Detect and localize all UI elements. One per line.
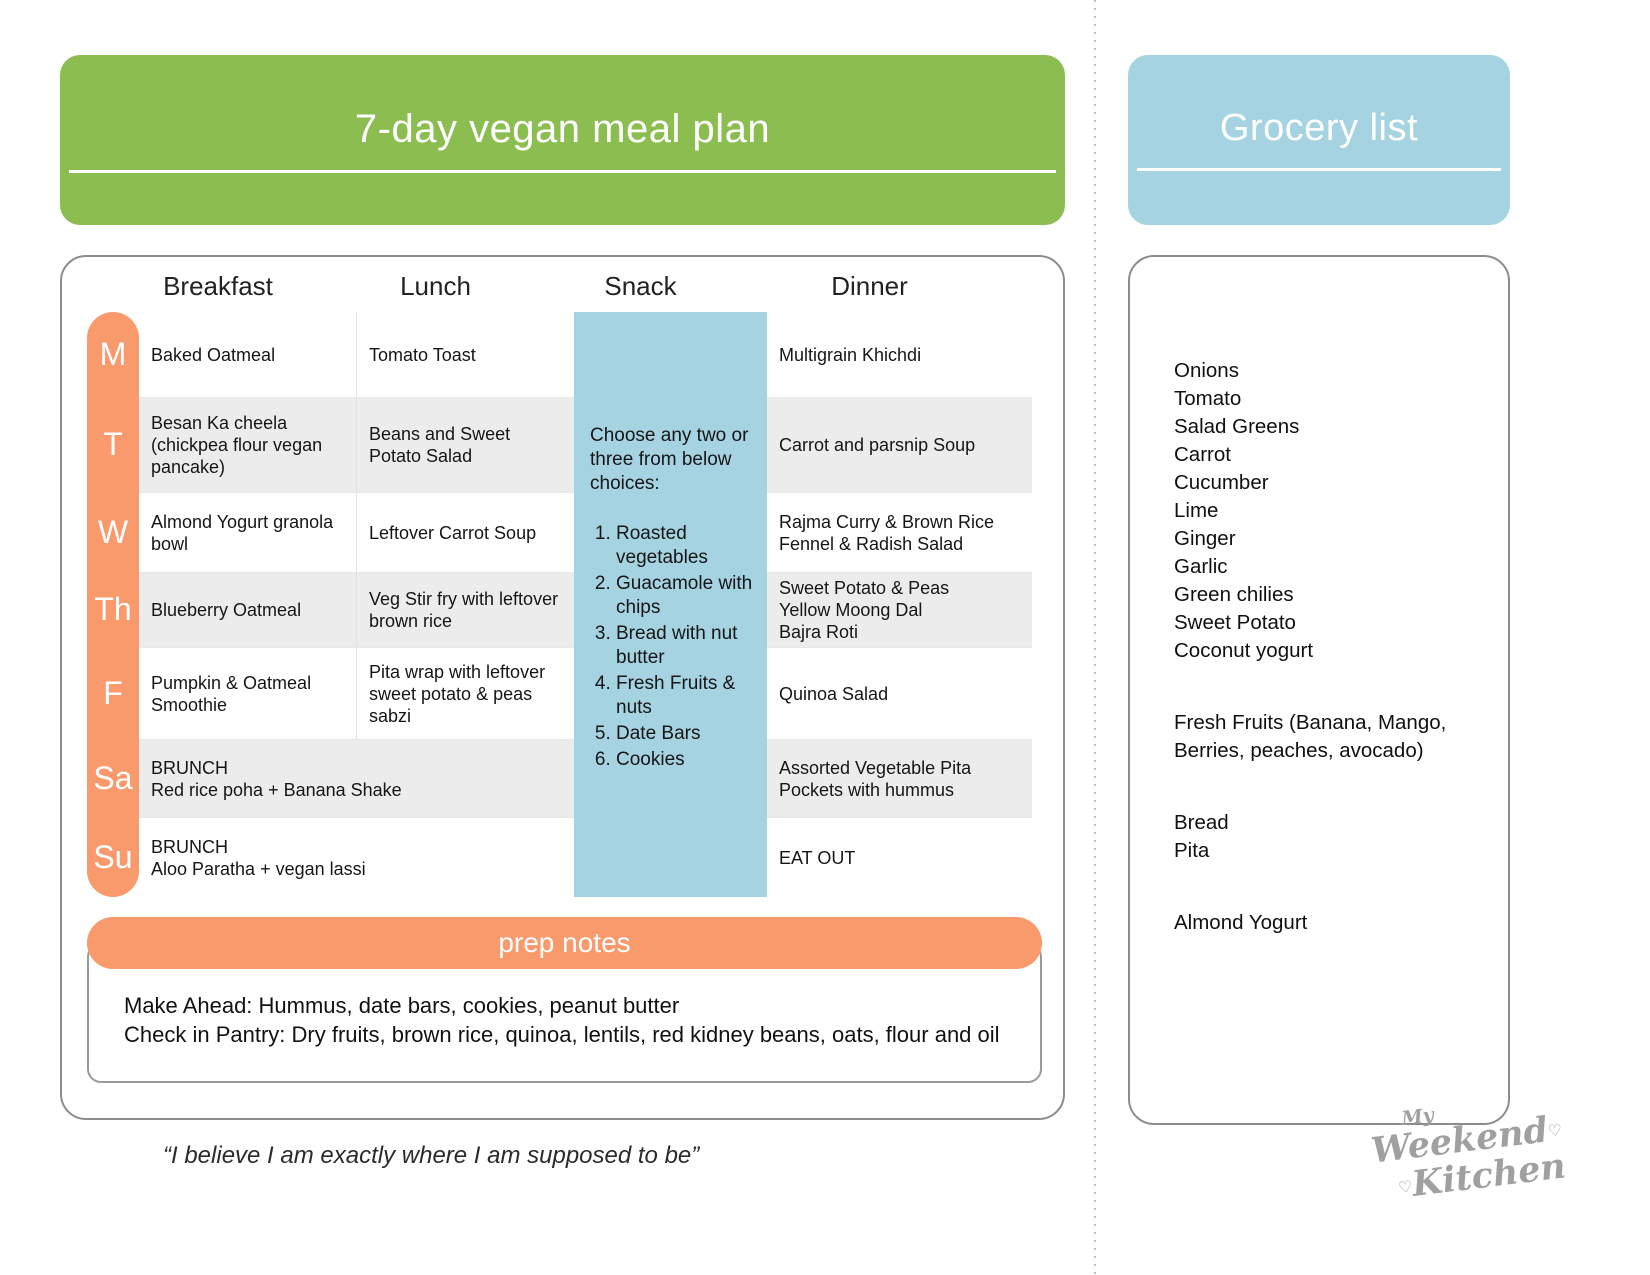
cell-friday-breakfast: Pumpkin & Oatmeal Smoothie bbox=[139, 647, 357, 739]
column-header-snack: Snack bbox=[604, 271, 677, 301]
grocery-item: Fresh Fruits (Banana, Mango, Berries, pe… bbox=[1174, 711, 1447, 762]
meal-plan-banner: 7-day vegan meal plan bbox=[60, 55, 1065, 225]
grocery-group-vegetables: Onions Tomato Salad Greens Carrot Cucumb… bbox=[1174, 357, 1480, 665]
cell-monday-dinner: Multigrain Khichdi bbox=[779, 344, 922, 365]
cell-tuesday-lunch: Beans and Sweet Potato Salad bbox=[357, 397, 574, 492]
snack-option-4: Fresh Fruits & nuts bbox=[616, 672, 753, 720]
cell-monday-lunch: Tomato Toast bbox=[369, 344, 476, 365]
day-label-saturday: Sa bbox=[87, 739, 139, 817]
cell-tuesday-dinner: Carrot and parsnip Soup bbox=[767, 397, 1032, 492]
grocery-item: Sweet Potato bbox=[1174, 611, 1296, 634]
heart-icon: ♡ bbox=[1546, 1120, 1564, 1141]
grocery-item: Carrot bbox=[1174, 443, 1231, 466]
grocery-group-bakery: Bread Pita bbox=[1174, 809, 1480, 865]
meal-plan-title: 7-day vegan meal plan bbox=[354, 107, 771, 151]
grocery-panel: Onions Tomato Salad Greens Carrot Cucumb… bbox=[1128, 255, 1510, 1125]
snack-option-5: Date Bars bbox=[616, 722, 753, 746]
cell-thursday-breakfast: Blueberry Oatmeal bbox=[139, 572, 357, 647]
quote: “I believe I am exactly where I am suppo… bbox=[163, 1142, 700, 1169]
column-header-lunch: Lunch bbox=[400, 271, 471, 301]
cell-wednesday-lunch: Leftover Carrot Soup bbox=[357, 492, 574, 572]
snack-option-1: Roasted vegetables bbox=[616, 522, 753, 570]
grocery-banner: Grocery list bbox=[1128, 55, 1510, 225]
section-divider bbox=[1094, 0, 1096, 1275]
meal-table: Choose any two or three from below choic… bbox=[87, 312, 1032, 897]
cell-thursday-dinner: Sweet Potato & Peas Yellow Moong Dal Baj… bbox=[767, 572, 1032, 647]
grocery-item: Green chilies bbox=[1174, 583, 1294, 606]
snack-option-3: Bread with nut butter bbox=[616, 622, 753, 670]
grocery-item: Ginger bbox=[1174, 527, 1236, 550]
grocery-item: Garlic bbox=[1174, 555, 1228, 578]
prep-notes-section: prep notes Make Ahead: Hummus, date bars… bbox=[87, 917, 1042, 1083]
cell-saturday-dinner: Assorted Vegetable Pita Pockets with hum… bbox=[767, 739, 1032, 817]
snack-options-list: Roasted vegetables Guacamole with chips … bbox=[590, 522, 753, 772]
day-label-tuesday: T bbox=[87, 397, 139, 492]
grocery-item: Bread bbox=[1174, 811, 1229, 834]
snack-option-6: Cookies bbox=[616, 748, 753, 772]
cell-wednesday-breakfast: Almond Yogurt granola bowl bbox=[139, 492, 357, 572]
grocery-item: Lime bbox=[1174, 499, 1219, 522]
cell-monday-breakfast: Baked Oatmeal bbox=[139, 312, 357, 397]
grocery-item: Cucumber bbox=[1174, 471, 1269, 494]
snack-column: Choose any two or three from below choic… bbox=[574, 312, 767, 897]
day-label-friday: F bbox=[87, 647, 139, 739]
cell-saturday-brunch: BRUNCH Red rice poha + Banana Shake bbox=[139, 739, 574, 817]
cell-friday-lunch: Pita wrap with leftover sweet potato & p… bbox=[357, 647, 574, 739]
grocery-item: Coconut yogurt bbox=[1174, 639, 1314, 662]
grocery-item: Salad Greens bbox=[1174, 415, 1300, 438]
grocery-group-fruits: Fresh Fruits (Banana, Mango, Berries, pe… bbox=[1174, 709, 1480, 765]
prep-notes-text: Make Ahead: Hummus, date bars, cookies, … bbox=[124, 993, 1000, 1047]
snack-option-2: Guacamole with chips bbox=[616, 572, 753, 620]
column-header-breakfast: Breakfast bbox=[163, 271, 273, 301]
cell-friday-dinner: Quinoa Salad bbox=[767, 647, 1032, 739]
meal-plan-panel: Breakfast Lunch Snack Dinner Choose any … bbox=[60, 255, 1065, 1120]
day-label-sunday: Su bbox=[87, 817, 139, 897]
cell-thursday-lunch: Veg Stir fry with leftover brown rice bbox=[357, 572, 574, 647]
grocery-item: Onions bbox=[1174, 359, 1239, 382]
meal-plan-title-underline bbox=[69, 170, 1056, 173]
grocery-item: Pita bbox=[1174, 839, 1210, 862]
cell-tuesday-breakfast: Besan Ka cheela (chickpea flour vegan pa… bbox=[139, 397, 357, 492]
grocery-title-underline bbox=[1137, 168, 1501, 171]
cell-sunday-dinner: EAT OUT bbox=[767, 817, 1032, 897]
grocery-item: Tomato bbox=[1174, 387, 1242, 410]
grocery-title: Grocery list bbox=[1219, 107, 1419, 149]
column-header-dinner: Dinner bbox=[831, 271, 908, 301]
column-header-spacer bbox=[57, 271, 109, 302]
day-label-thursday: Th bbox=[87, 572, 139, 647]
grocery-group-dairy: Almond Yogurt bbox=[1174, 909, 1480, 937]
column-header-row: Breakfast Lunch Snack Dinner bbox=[57, 271, 1002, 302]
day-label-monday: M bbox=[87, 312, 139, 397]
cell-sunday-brunch: BRUNCH Aloo Paratha + vegan lassi bbox=[139, 817, 574, 897]
cell-wednesday-dinner: Rajma Curry & Brown Rice Fennel & Radish… bbox=[767, 492, 1032, 572]
prep-notes-title: prep notes bbox=[87, 917, 1042, 969]
snack-intro: Choose any two or three from below choic… bbox=[590, 425, 749, 494]
grocery-item: Almond Yogurt bbox=[1174, 911, 1308, 934]
day-label-wednesday: W bbox=[87, 492, 139, 572]
brand-logo: My Weekend♡ ♡Kitchen bbox=[1367, 1093, 1568, 1209]
